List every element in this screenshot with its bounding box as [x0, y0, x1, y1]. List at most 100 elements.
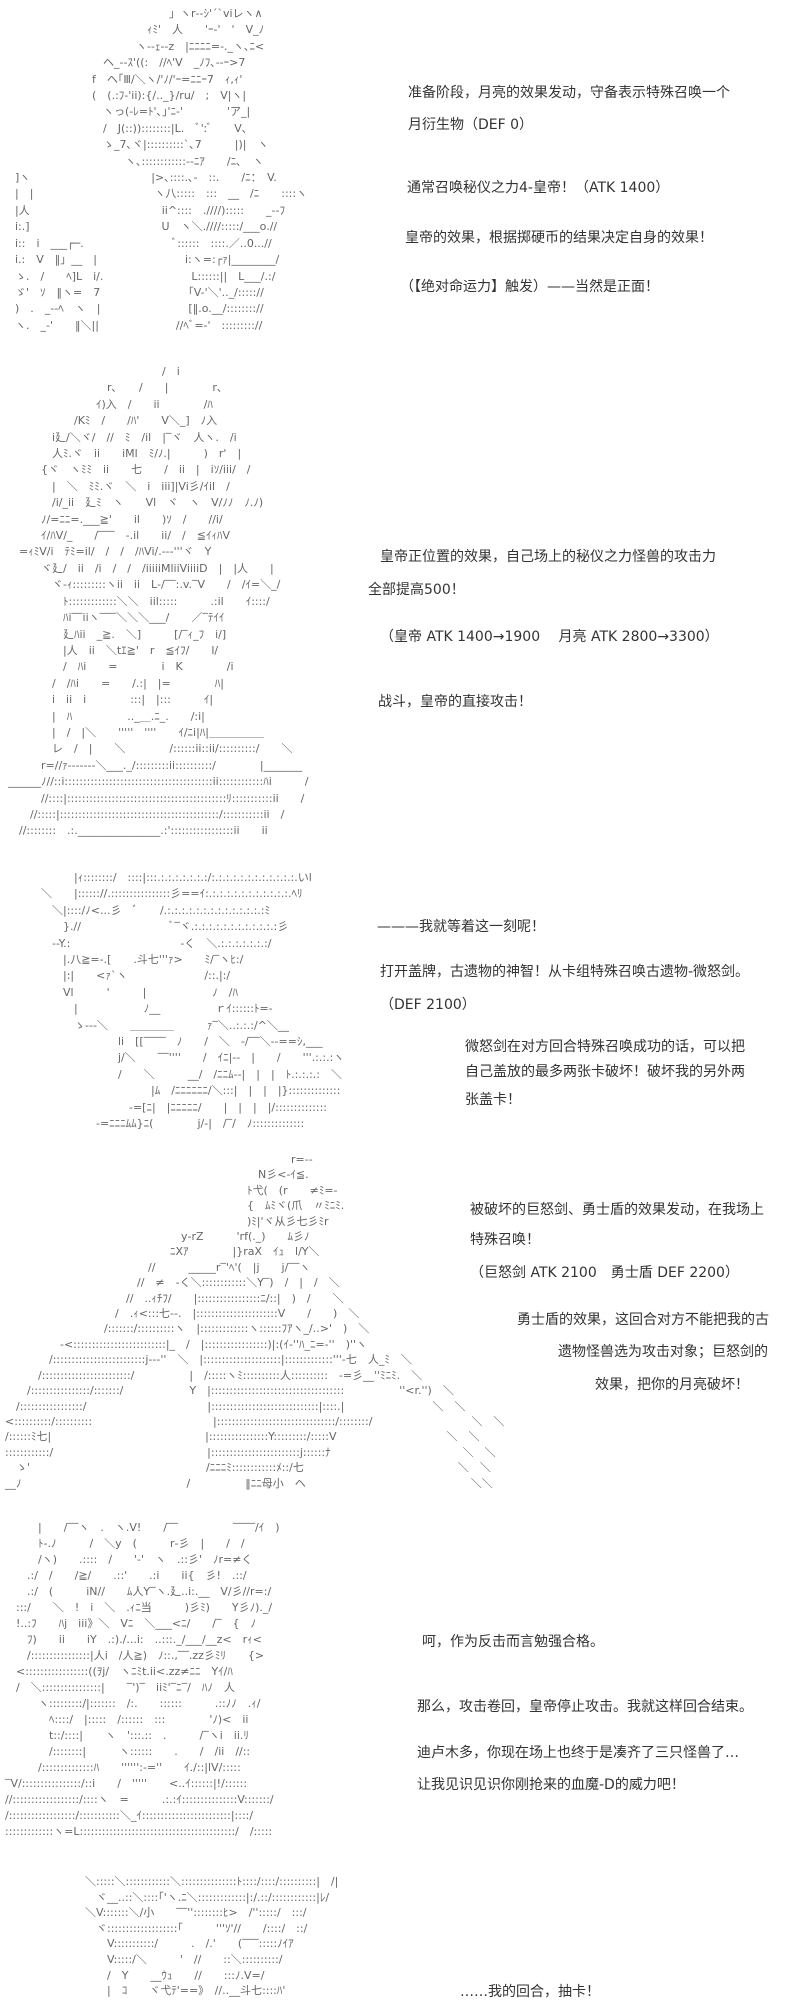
- art-line: :::/ ＼ ! i ＼ .ｨﾆ当 )彡ﾐ) Y彡ﾉ)._/: [5, 1601, 273, 1614]
- art-line: ゝ_7､ヾ|::::::::::`､7 |)| ヽ: [15, 138, 269, 152]
- caption: ……我的回合，抽卡！: [460, 1984, 600, 2000]
- art-line: ______ﾉ//::i::::::::::::::::::::::::::::…: [8, 775, 309, 789]
- ascii-art-5: | /‾‾ヽ . ヽ.V! /‾‾ ‾‾‾‾/ｲ ) ﾄ‐.ﾉ / ＼y ( r…: [5, 1520, 280, 1840]
- art-line: { ﾑﾐヾ(爪 〃ﾐﾆﾐ.: [5, 1199, 345, 1213]
- caption: （巨怒剑 ATK 2100 勇士盾 DEF 2200）: [470, 1265, 739, 1281]
- art-line: / Y __ｳｭ // :::ﾉ.V=/: [85, 1968, 265, 1982]
- caption: 勇士盾的效果，这回合对方不能把我的古: [517, 1312, 769, 1328]
- art-line: |ﾑ /ﾆﾆﾆﾆﾆﾆ/＼:::| | | |}::::::::::::::: [30, 1084, 341, 1098]
- art-line: ]ヽ |>､::::.､- ::. /ﾆ： V.: [15, 171, 277, 185]
- art-line: __ﾉ / ‖ﾆﾆ母小 ヘ ＼＼: [5, 1476, 493, 1490]
- art-line: ::::::::::::/ |::::::::::::::::::::::::j…: [5, 1445, 496, 1459]
- art-line: ゝ' /ﾆﾆﾆﾐ::::::::::::ﾒ::/七 ＼ ＼: [5, 1461, 491, 1475]
- art-line: /::::::ﾐ七| |::::::::::::::::Y:::::::::/:…: [5, 1430, 480, 1444]
- ascii-art-3: |ｨ::::::::/ ::::|:::.:.:.:.:.:.:.:/:.:.:…: [30, 870, 344, 1133]
- art-line: ) . _--ﾍ ヽ | [‖.o.__/:::::::://: [15, 302, 264, 316]
- art-line: ヽっ(-ﾚ=ﾄ'､｣'ﾆ-' 'ア_|: [15, 105, 251, 119]
- art-line: )ﾐ|'ヾ从彡七彡ﾐr: [5, 1214, 329, 1228]
- art-line: ‾V/::::::::::::::::/::i / ''''' <..ｲ::::…: [5, 1777, 248, 1790]
- caption: 效果，把你的月亮破坏！: [595, 1377, 749, 1393]
- art-line: r=//ｧ‐‐‐‐‐‐‐＼___._/:::::::::ii::::::::::…: [8, 758, 303, 772]
- art-line: ゝ. / ﾍ]L i/. L::::::|| L___/.:/: [15, 269, 276, 283]
- art-line: r=‐‐: [5, 1153, 313, 1166]
- art-line: V:::::::::::/ . /.' (‾‾‾:::::ﾉｲｱ: [85, 1937, 294, 1951]
- caption: 呵，作为反击而言勉强合格。: [422, 1634, 604, 1650]
- art-line: ヾ__..::＼::::｢'ヽ.ﾆ＼:::::::::::::|:/.::/::…: [85, 1890, 330, 1904]
- art-line: /:::::::::::::::::/ |:::::::::::::::::::…: [5, 1399, 466, 1413]
- art-line: <:::::::::::::::::((ｦj/ ヽﾆﾐt.ii<.zz≠ﾆﾆ Y…: [5, 1665, 233, 1678]
- art-line: i:: i ___┌─. ﾞ:::::: ::::.／..0...//: [15, 236, 272, 250]
- art-line: | /‾‾ヽ . ヽ.V! /‾‾ ‾‾‾‾/ｲ ): [5, 1521, 280, 1534]
- art-line: y‐rZ 'rf(._) ﾑ彡ﾉ: [5, 1230, 310, 1244]
- art-line: /::::::::::::::::::/:::::::::::＼_ｲ::::::…: [5, 1809, 254, 1822]
- art-line: ヾ廴/ ii /i / / /iiiiiMliiViiiiD | |人 |: [8, 561, 274, 575]
- art-line: ﾉ/=ﾆﾆ=.___≧' il )ｿ / //i/: [8, 512, 223, 526]
- art-line: ｲ)入 / ii /ﾊ: [8, 397, 213, 411]
- art-line: ヽ:::::::::/|::::::: /:. :::::: .::ﾉﾉ .ｨ/: [5, 1697, 261, 1710]
- art-line: ﾍ::::/ |::::: /:::::: ::: 'ﾉ)< ii: [5, 1713, 249, 1726]
- caption: 月衍生物（DEF 0）: [408, 117, 534, 133]
- caption: （DEF 2100）: [380, 997, 476, 1013]
- caption: 准备阶段，月亮的效果发动，守备表示特殊召唤一个: [408, 85, 730, 101]
- caption: 全部提高500！: [368, 582, 465, 598]
- art-line: ( (.:ﾌ-'ii):{/.._}/ru/ ; V|ヽ|: [15, 89, 247, 103]
- caption: 遗物怪兽选为攻击对象；巨怒剑的: [558, 1344, 768, 1360]
- art-line: // ..ｨﾁﾌ/ |:::::::::::::::::ﾆ/::| ) / ＼: [5, 1291, 344, 1305]
- art-line: /::::::::::::::::|人i /人≧) ﾉ::.,‾‾.zz彡ﾐﾘ …: [5, 1649, 265, 1662]
- ascii-art-4: r=‐‐ N彡<‐ｲ≦. ﾄ弋( (r ≠ﾐ=‐ { ﾑﾐヾ(爪 〃ﾐﾆﾐ. )…: [5, 1152, 504, 1491]
- art-line: / ＼::::::::::::::::| ‾')‾ iiﾐ'‾ﾆ‾/ ﾊﾉ 人: [5, 1681, 235, 1694]
- caption: 被破坏的巨怒剑、勇士盾的效果发动，在我场上: [470, 1202, 764, 1218]
- art-line: / .ｨ<:::七‐-. |::::::::::::::::::::::V / …: [5, 1307, 360, 1321]
- art-line: r､ / | r､: [8, 381, 223, 395]
- caption: 打开盖牌，古遗物的神智！从卡组特殊召唤古遗物-微怒剑。: [380, 964, 750, 980]
- art-line: ヽ､::::::::::::--ﾆｱ /ﾆ､ ヽ: [15, 154, 264, 168]
- art-line: ＼ |:::::://.::::::::::::::::彡==ｲ:.:.:.:.…: [30, 887, 303, 901]
- art-line: i廴/＼ヾ/ // ﾐ /il |‾ヾ 人ヽ. /i: [8, 430, 237, 444]
- ascii-art-2: / i r､ / | r､ ｲ)入 / ii /ﾊ /Kﾐ / /ﾊ' V＼_]…: [8, 364, 308, 840]
- art-line: /Kﾐ / /ﾊ' V＼_] ﾉ入: [8, 414, 218, 428]
- art-line: i.: V ‖」__ | i:ヽ=:┌ｧ|________/: [15, 253, 280, 267]
- art-line: ﾌ) ii iY .:)./...i: ..:::._/___/__z< rｨ<: [5, 1633, 262, 1646]
- art-line: i ii i :::| |::: ｲ|: [8, 693, 214, 707]
- art-line: |ｨ::::::::/ ::::|:::.:.:.:.:.:.:.:/:.:.:…: [30, 871, 312, 884]
- art-line: ‐<:::::::::::::::::::::::::|_ / |:::::::…: [5, 1337, 368, 1351]
- art-line: ‐=[ﾆ| |ﾆﾆﾆﾆﾆ/ | | | |/::::::::::::::: [30, 1100, 328, 1114]
- art-line: ‐‐Y.: ‐く ＼.:.:.:.:.:.:.:/: [30, 936, 272, 950]
- art-line: ＼|::::/ﾉ<...彡 ﾞ /.:.:.:.:.:.:.:.:.:.:.:.…: [30, 903, 270, 917]
- art-line: ＼V:::::::＼/小 ‾‾''::::::::ﾋ> /'':::::/ ::…: [85, 1906, 307, 1920]
- art-line: / ＼ __/ /ﾆﾆﾑ‐‐| | | ﾄ.:.:.:.: ＼: [30, 1067, 342, 1081]
- caption: 皇帝正位置的效果，自己场上的秘仪之力怪兽的攻击力: [380, 549, 716, 565]
- art-line: / /ﾊi = /.:| |= ﾊ|: [8, 676, 224, 690]
- art-line: N彡<‐ｲ≦.: [5, 1168, 309, 1182]
- art-line: !..:ﾌ ﾊj iii》＼ Vﾆ ＼___<ﾆ/ /‾ { ﾉ: [5, 1617, 256, 1630]
- art-line: V:::::/＼ ' // ::＼::::::::::/: [85, 1952, 283, 1966]
- caption: （【绝对命运力】触发）——当然是正面！: [400, 279, 659, 295]
- art-line: ‐=ﾆﾆﾆﾑﾑ}ﾆ( j/‐| /‾/ ﾉ::::::::::::::: [30, 1117, 305, 1131]
- art-line: .:/ ( iN// ﾑ人Y‾ヽ.廴..i:.__ V/彡//r=:/: [5, 1585, 272, 1598]
- caption: 皇帝的效果，根据掷硬币的结果决定自身的效果！: [405, 230, 713, 246]
- art-line: ｲ/ﾊV/_ /‾‾‾ ‐.il ii/ / ≦ｲｨﾊV: [8, 529, 230, 543]
- art-line: =ｨﾐV/i ﾃﾐ=il/ / / /ﾊVi/.‐‐‐'''ヾ Y: [8, 545, 212, 559]
- art-line: // ≠ ‐く＼::::::::::::＼Y‾) / | / ＼: [5, 1276, 340, 1290]
- art-line: /::::::::| ヽ:::::: . / /ii //::: [5, 1745, 251, 1758]
- art-line: //::::|:::::::::::::::::::::::::::::::::…: [8, 791, 305, 805]
- caption: （皇帝 ATK 1400→1900 月亮 ATK 2800→3300）: [380, 629, 719, 645]
- art-line: / J(::))::::::::|L. ﾞ':ﾞ V､: [15, 121, 248, 135]
- art-line: |.八≧=‐.[ .斗七'''ｧ> ﾐ/‾ヽﾋ:/: [30, 953, 244, 967]
- art-line: | ﾊ .._＿.ﾆ_. /:i|: [8, 709, 205, 723]
- art-line: レ / | ＼ /::::::ii::ii/::::::::::/ ＼: [8, 742, 293, 756]
- art-line: 人ﾐ.ヾ ii iMl ﾐ/ﾉ.| ) r' |: [8, 447, 242, 461]
- art-line: f ヘ｢Ⅲ/＼ヽ/'ﾉ/'ｰ=ﾆﾆｰ7 ｨ,ｨ': [15, 72, 243, 86]
- art-line: /::::::::::::::::::::::::/ | /:::::ヽﾐ:::…: [5, 1368, 423, 1382]
- art-line: ＼:::::＼::::::::::::＼:::::::::::::::ﾄ::::…: [85, 1875, 339, 1888]
- art-line: /:::::::::::::::::::::::::j‐‐‐'' ＼ |::::…: [5, 1353, 412, 1367]
- art-line: / ﾊi = i K /i: [8, 660, 234, 674]
- art-line: /i/_ii 廴ﾐ ヽ Vl ヾ ヽ V/ﾉﾉ ﾉ.ﾉ): [8, 496, 264, 510]
- art-line: Vl ' | ﾉ /ﾊ: [30, 985, 239, 999]
- art-line: | | ヽ八::::: ::: __ /ﾆ ::::ヽ: [15, 187, 308, 201]
- art-line: .:/ / /≧/ .::' .:i ii{ 彡! .::/: [5, 1569, 247, 1582]
- art-line: |人 ii^:::: .////)::::: _--ﾌ: [15, 203, 285, 217]
- caption: 特殊召唤！: [470, 1232, 540, 1248]
- caption: 迪卢木多，你现在场上也终于是凑齐了三只怪兽了…: [417, 1745, 739, 1761]
- art-line: //:::::|::::::::::::::::::::::::::::::::…: [8, 807, 285, 821]
